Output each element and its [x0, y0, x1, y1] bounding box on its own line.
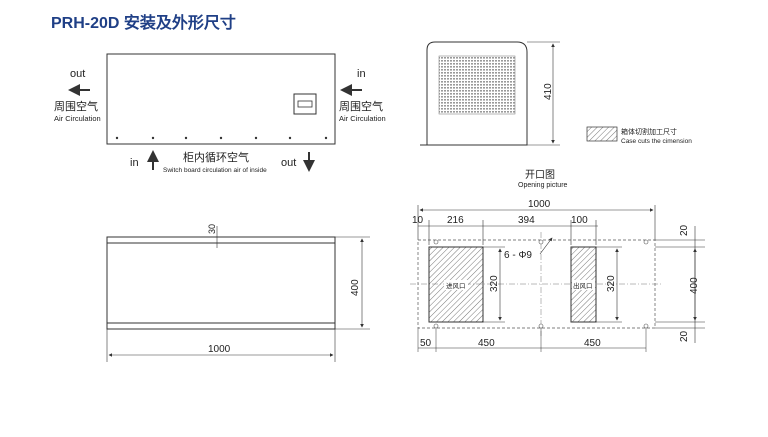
cutout-view: 开口图 Opening picture 1000 10 216 394 100: [410, 169, 705, 352]
out-label-bottom: out: [281, 157, 296, 169]
dim-450-right: 450: [584, 338, 601, 349]
top-view-body: [106, 236, 336, 330]
dim-10: 10: [412, 215, 424, 226]
page-title: PRH-20D 安装及外形尺寸: [51, 15, 236, 32]
mounting-holes: [433, 239, 649, 329]
inlet-label-bg: [444, 280, 468, 290]
dim-20-bottom: 20: [679, 330, 690, 342]
screw: [184, 136, 188, 140]
hole: [433, 239, 439, 245]
ambient-en-right: Air Circulation: [339, 114, 386, 123]
cutout-title-en: Opening picture: [518, 182, 568, 189]
hole: [433, 323, 439, 329]
dim-50: 50: [420, 338, 432, 349]
screw: [324, 136, 328, 140]
screw: [288, 136, 292, 140]
hole: [538, 323, 544, 329]
out-label-left: out: [70, 68, 85, 80]
dim-100: 100: [571, 215, 588, 226]
dim-total: 1000: [528, 199, 551, 210]
dim-1000: 1000: [208, 344, 231, 355]
holes-label: 6 - Φ9: [504, 250, 532, 261]
legend-en: Case cuts the cimension: [621, 138, 692, 145]
screw: [219, 136, 223, 140]
hole: [538, 239, 544, 245]
inside-cn: 柜内循环空气: [183, 150, 249, 164]
side-view: 410 箱体切割加工尺寸 Case cuts the cimension: [420, 41, 692, 146]
screw: [151, 136, 155, 140]
hole: [643, 323, 649, 329]
dim-216: 216: [447, 215, 464, 226]
holes-leader: [539, 237, 553, 255]
dim-400: 400: [689, 277, 700, 294]
dim-400: 400: [350, 279, 361, 296]
screw: [254, 136, 258, 140]
inside-en: Switch board circulation air of inside: [163, 167, 267, 174]
front-view: out 周围空气 Air Circulation in 周围空气 Air Cir…: [54, 53, 386, 174]
dim-450-left: 450: [478, 338, 495, 349]
inlet-label: 进风口: [446, 282, 466, 290]
outlet-label: 出风口: [573, 281, 593, 290]
cutout-title-cn: 开口图: [525, 169, 555, 181]
screw: [115, 136, 119, 140]
side-view-grille: [438, 55, 516, 115]
ambient-cn-right: 周围空气: [339, 99, 383, 113]
legend-hatch-swatch: [586, 126, 618, 142]
front-view-screws: [115, 136, 328, 140]
dim-30: 30: [207, 224, 217, 234]
dim-320-left: 320: [489, 275, 500, 292]
in-label-right: in: [357, 68, 366, 80]
outlet-label-bg: [572, 280, 595, 290]
in-label-bottom: in: [130, 157, 139, 169]
top-view: 30 400 1000: [106, 224, 370, 362]
front-view-display: [297, 100, 313, 108]
dim-410: 410: [543, 83, 554, 100]
dim-320-right: 320: [606, 275, 617, 292]
dim-20-top: 20: [679, 224, 690, 236]
legend-cn: 箱体切割加工尺寸: [621, 127, 677, 136]
dim-394: 394: [518, 215, 535, 226]
hole: [643, 239, 649, 245]
ambient-en-left: Air Circulation: [54, 114, 101, 123]
ambient-cn-left: 周围空气: [54, 99, 98, 113]
